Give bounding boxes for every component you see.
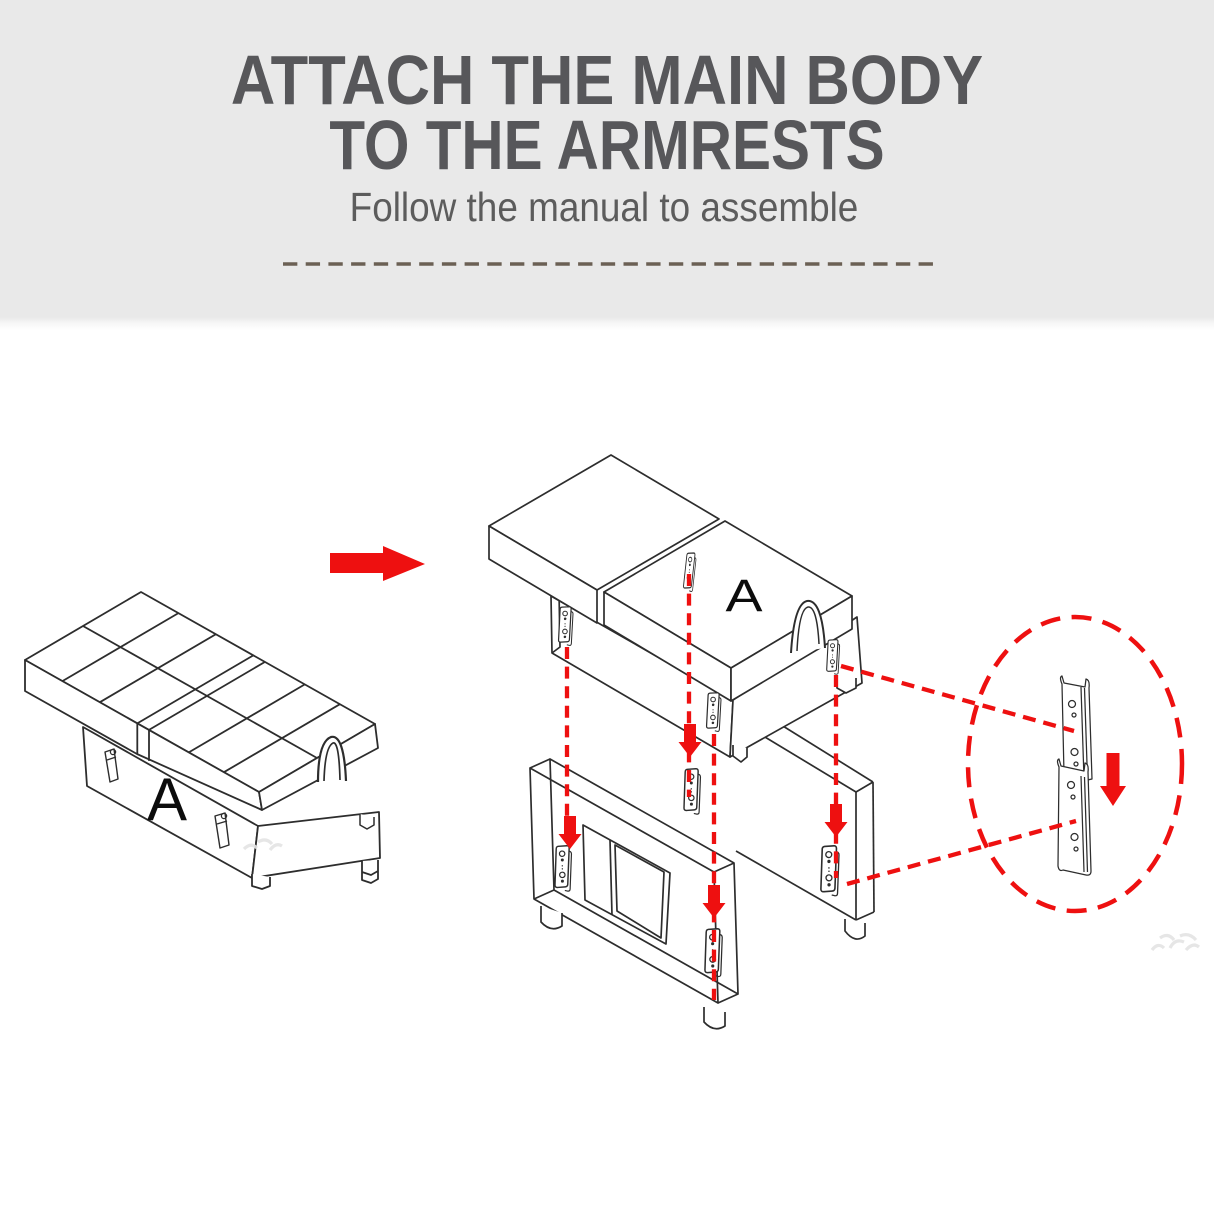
svg-text:A: A [147, 766, 187, 833]
svg-text:A: A [726, 570, 763, 621]
